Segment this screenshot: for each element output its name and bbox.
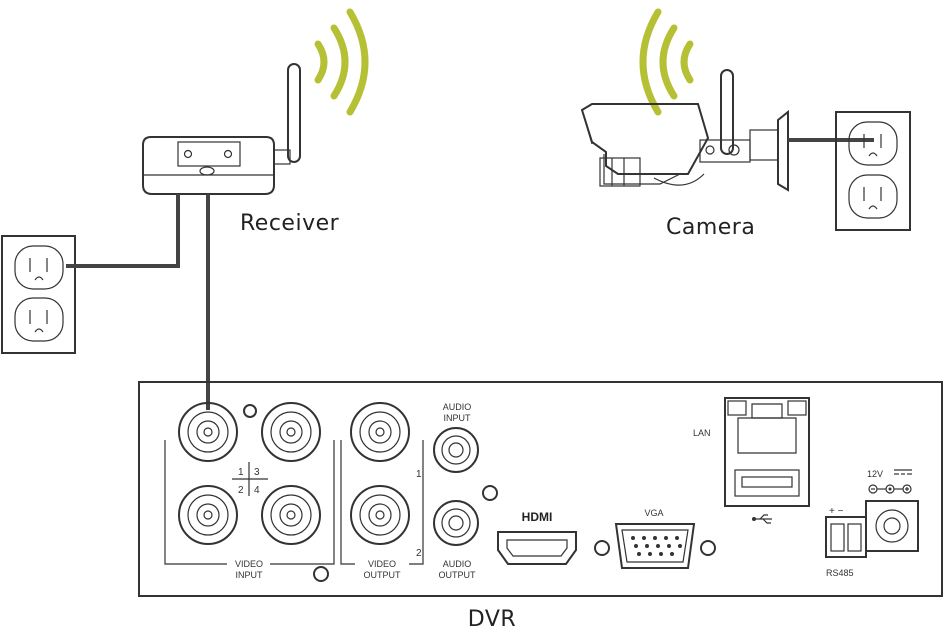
bnc-video-input-1 (178, 402, 238, 462)
wireless-signal-icon (314, 8, 369, 116)
receiver-power-cable (66, 194, 180, 268)
lan-port (724, 397, 810, 507)
vga-label: VGA (644, 508, 663, 518)
usb-icon (752, 514, 772, 524)
channel-1-label: 1 (238, 467, 244, 478)
rs485-polarity-label: + − (829, 506, 844, 517)
rca-audio-input (433, 427, 479, 473)
bnc-video-output-2 (350, 485, 410, 545)
audio-output-label-2: OUTPUT (439, 570, 477, 580)
bnc-video-input-2 (178, 485, 238, 545)
bnc-video-input-3 (261, 402, 321, 462)
audio-input-label-1: AUDIO (443, 402, 472, 412)
receiver-label: Receiver (240, 211, 340, 236)
rs485-label: RS485 (826, 568, 854, 578)
video-output-label-1: VIDEO (368, 559, 396, 569)
bnc-video-output-1 (350, 402, 410, 462)
vga-port (594, 523, 716, 569)
channel-4-label: 4 (254, 485, 260, 496)
video-input-label-2: INPUT (236, 570, 264, 580)
rca-audio-output (433, 500, 479, 546)
video-output-label-2: OUTPUT (364, 570, 402, 580)
audio-output-label-1: AUDIO (443, 559, 472, 569)
dc-power-jack (865, 500, 919, 552)
hdmi-label: HDMI (522, 510, 553, 524)
power-voltage-label: 12V (867, 469, 883, 479)
receiver-antenna (273, 63, 301, 165)
camera-label: Camera (666, 215, 755, 240)
rs485-terminal (825, 516, 867, 558)
lan-label: LAN (693, 428, 711, 438)
output-2-label: 2 (416, 548, 422, 559)
receiver-device (142, 8, 369, 195)
audio-input-label-2: INPUT (444, 413, 472, 423)
dvr-rear-panel: 1 3 2 4 VIDEO INPUT 1 2 VIDEO OUTPUT AUD… (138, 381, 943, 597)
channel-2-label: 2 (238, 485, 244, 496)
wall-outlet-left (1, 235, 76, 354)
output-1-label: 1 (416, 469, 422, 480)
hdmi-port (497, 531, 577, 565)
video-input-label-1: VIDEO (235, 559, 263, 569)
wall-outlet-right (835, 111, 911, 231)
channel-3-label: 3 (254, 467, 260, 478)
dvr-label: DVR (468, 607, 516, 632)
camera-wireless-signal-icon (639, 8, 694, 116)
dc-polarity-icon (868, 469, 912, 494)
camera-device (580, 8, 789, 192)
usb-port (734, 469, 800, 497)
bnc-video-input-4 (261, 485, 321, 545)
